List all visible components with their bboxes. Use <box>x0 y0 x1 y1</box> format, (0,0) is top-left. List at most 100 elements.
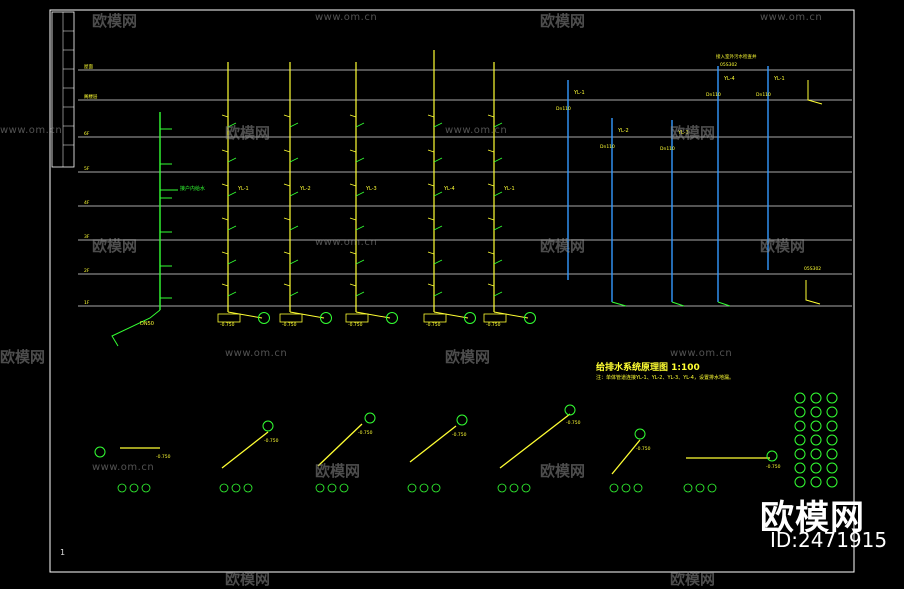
drain-branch <box>227 291 237 297</box>
drain-fixture-tick <box>283 183 291 187</box>
iso-fixture-bubble <box>609 483 619 493</box>
floor-label: 3F <box>84 234 90 240</box>
drain-fixture-tick <box>487 114 495 118</box>
iso-elevation: -0.750 <box>358 430 373 436</box>
legend-bubble <box>794 420 806 432</box>
watermark-brand: 欧模网 <box>760 237 806 255</box>
floor-label: 阁楼层 <box>84 93 98 100</box>
drain-branch <box>355 122 365 128</box>
rain-pipe-size: Dn110 <box>660 146 675 152</box>
legend-bubble <box>810 462 822 474</box>
drain-elevation: -0.750 <box>426 322 441 328</box>
drain-fixture-tick <box>221 283 229 287</box>
legend-bubble <box>810 406 822 418</box>
legend-bubble <box>826 420 838 432</box>
rain-stack-label: YL-1 <box>773 76 785 82</box>
floor-label: 2F <box>84 268 90 274</box>
drain-fixture-tick <box>487 251 495 255</box>
legend-bubble <box>794 392 806 404</box>
drain-id-bubble <box>524 312 536 324</box>
supply-inlet-pipe <box>111 309 161 347</box>
drain-branch <box>493 157 503 163</box>
rain-outlet <box>671 301 685 307</box>
iso-elevation: -0.750 <box>566 420 581 426</box>
watermark-brand: 欧模网 <box>225 570 271 588</box>
iso-elevation: -0.750 <box>766 464 781 470</box>
drain-id-bubble <box>320 312 332 324</box>
iso-elevation: -0.750 <box>452 432 467 438</box>
drain-fixture-tick <box>221 114 229 118</box>
drain-branch <box>289 157 299 163</box>
drain-base-fitting <box>483 313 507 323</box>
drain-fixture-tick <box>221 183 229 187</box>
iso-fixture-bubble <box>117 483 127 493</box>
drain-fixture-tick <box>427 251 435 255</box>
drain-branch <box>433 122 443 128</box>
drain-fixture-tick <box>283 283 291 287</box>
drain-branch <box>355 225 365 231</box>
rain-outlet <box>717 301 731 307</box>
drain-stack-label: YL-3 <box>365 186 377 192</box>
drain-branch <box>433 291 443 297</box>
drain-fixture-tick <box>283 217 291 221</box>
drain-fixture-tick <box>427 114 435 118</box>
iso-bubble <box>364 412 376 424</box>
iso-pipe <box>409 425 457 463</box>
drain-branch <box>289 122 299 128</box>
watermark-site: www.om.cn <box>760 12 823 23</box>
roof-drain-stub <box>807 80 823 105</box>
legend-bubble <box>826 392 838 404</box>
legend-bubble <box>794 448 806 460</box>
iso-fixture-bubble <box>633 483 643 493</box>
drain-fixture-tick <box>349 283 357 287</box>
watermark-site: www.om.cn <box>92 462 155 473</box>
iso-pipe <box>221 431 269 469</box>
iso-bubble <box>94 446 106 458</box>
iso-fixture-bubble <box>129 483 139 493</box>
legend-bubble <box>794 462 806 474</box>
legend-bubble <box>810 448 822 460</box>
drain-fixture-tick <box>221 149 229 153</box>
household-supply-label: 接户内给水 <box>180 185 205 192</box>
legend-bubble <box>794 434 806 446</box>
floor-label: 屋面 <box>84 64 93 70</box>
drain-branch <box>493 191 503 197</box>
drain-fixture-tick <box>427 183 435 187</box>
drain-fixture-tick <box>487 283 495 287</box>
drain-branch <box>355 191 365 197</box>
ground-drain-stub <box>805 280 821 305</box>
iso-fixture-bubble <box>695 483 705 493</box>
iso-fixture-bubble <box>419 483 429 493</box>
floor-label: 1F <box>84 300 90 306</box>
iso-bubble <box>564 404 576 416</box>
legend-bubble <box>810 392 822 404</box>
drain-branch <box>493 225 503 231</box>
rain-stack-label: YL-4 <box>723 76 735 82</box>
title-block-rows <box>63 30 74 146</box>
drain-id-bubble <box>464 312 476 324</box>
drain-branch <box>433 225 443 231</box>
drain-fixture-tick <box>487 149 495 153</box>
iso-fixture-bubble <box>509 483 519 493</box>
drain-base-fitting <box>217 313 241 323</box>
drawing-frame <box>49 9 855 573</box>
drain-outlet <box>493 311 529 319</box>
iso-fixture-bubble <box>707 483 717 493</box>
legend-bubble <box>794 406 806 418</box>
iso-elevation: -0.750 <box>264 438 279 444</box>
floor-label: 6F <box>84 131 90 137</box>
watermark-brand: 欧模网 <box>445 348 491 366</box>
drain-fixture-tick <box>427 283 435 287</box>
watermark-brand: 欧模网 <box>92 12 138 30</box>
drawing-note: 注：单体管道连接YL-1、YL-2、YL-3、YL-4，设置排水地漏。 <box>596 375 734 381</box>
drain-branch <box>289 191 299 197</box>
drain-fixture-tick <box>283 114 291 118</box>
drain-branch <box>433 157 443 163</box>
drawing-scale: 1:100 <box>671 363 700 373</box>
drain-fixture-tick <box>221 217 229 221</box>
drain-fixture-tick <box>427 217 435 221</box>
drain-fixture-tick <box>349 251 357 255</box>
drain-stack-label: YL-2 <box>299 186 311 192</box>
